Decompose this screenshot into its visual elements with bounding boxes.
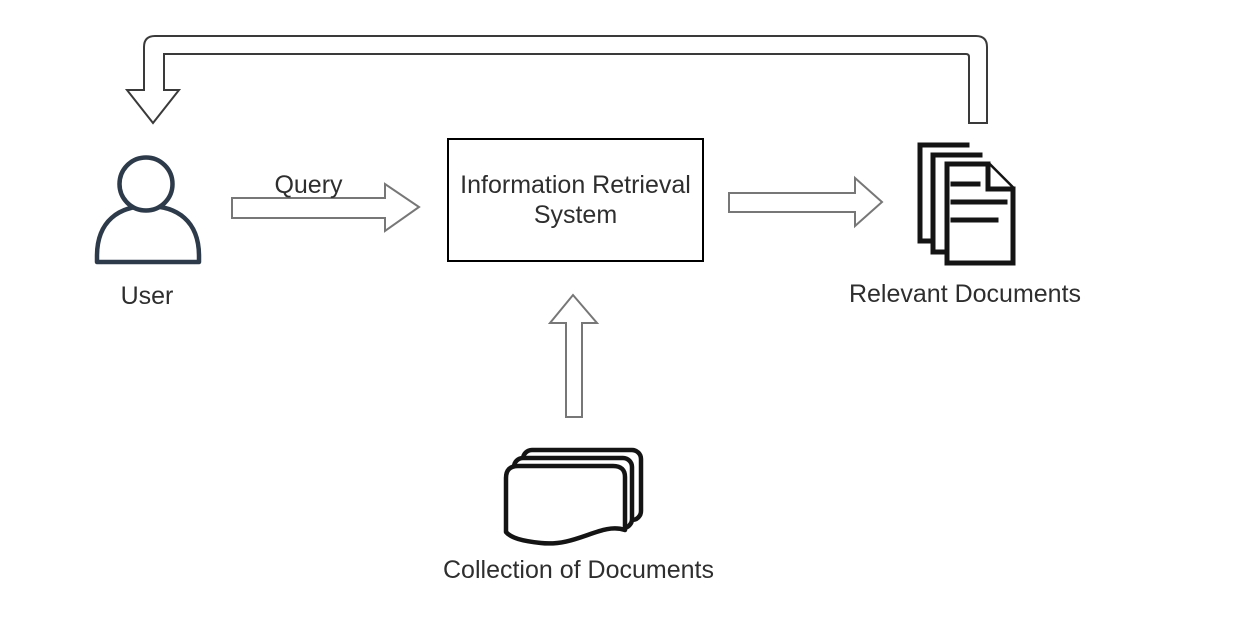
feedback-loop-arrow — [124, 35, 988, 125]
query-arrow — [231, 182, 421, 233]
person-icon — [94, 155, 202, 265]
documents-stack-icon — [917, 142, 1016, 266]
collection-of-documents-label: Collection of Documents — [443, 556, 714, 584]
collection-up-arrow — [547, 293, 600, 418]
person-body — [94, 203, 202, 265]
query-label: Query — [274, 171, 343, 199]
front-sheet — [503, 463, 628, 546]
results-arrow — [728, 175, 884, 229]
page-fold — [985, 161, 1016, 192]
user-label: User — [120, 282, 174, 310]
paper-stack-icon — [503, 447, 644, 546]
back-page-line — [917, 142, 970, 244]
front-page — [944, 161, 1016, 266]
information-retrieval-system-label: Information Retrieval System — [460, 171, 691, 229]
person-head — [117, 155, 175, 213]
middle-page-line — [930, 152, 983, 255]
information-retrieval-system-box: Information Retrieval System — [447, 138, 704, 262]
relevant-documents-label: Relevant Documents — [848, 280, 1082, 308]
